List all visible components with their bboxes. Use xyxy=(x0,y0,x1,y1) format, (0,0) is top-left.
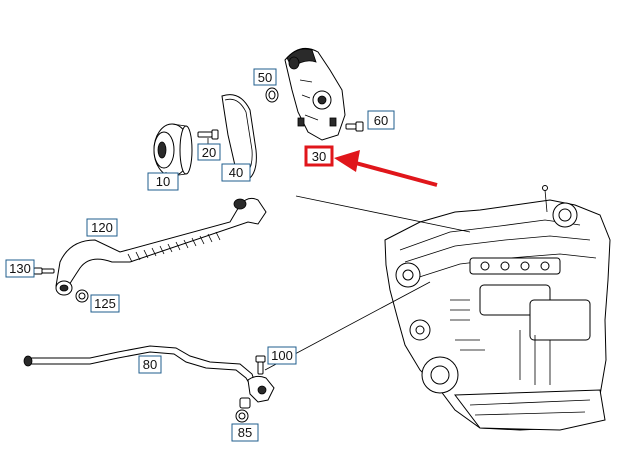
svg-text:30: 30 xyxy=(312,149,326,164)
callout-80[interactable]: 80 xyxy=(138,355,162,374)
callout-10[interactable]: 10 xyxy=(147,172,179,191)
svg-text:120: 120 xyxy=(91,220,113,235)
part-10-pulley xyxy=(153,123,193,177)
part-60-bolt xyxy=(345,121,364,132)
svg-text:100: 100 xyxy=(271,348,293,363)
leader-line-upper xyxy=(295,195,471,233)
part-30-cover-housing xyxy=(284,47,346,141)
callout-100[interactable]: 100 xyxy=(267,346,297,365)
callout-50[interactable]: 50 xyxy=(253,68,277,86)
callout-120[interactable]: 120 xyxy=(86,218,118,237)
svg-text:20: 20 xyxy=(202,145,216,160)
callout-130[interactable]: 130 xyxy=(5,259,35,278)
part-20-bolt xyxy=(197,129,219,140)
callout-30[interactable]: 30 xyxy=(304,145,334,167)
svg-text:50: 50 xyxy=(258,70,272,85)
part-130-bolt xyxy=(33,267,55,275)
arrow-indicator-icon xyxy=(334,150,438,187)
svg-text:85: 85 xyxy=(238,425,252,440)
svg-text:130: 130 xyxy=(9,261,31,276)
svg-text:80: 80 xyxy=(143,357,157,372)
svg-text:125: 125 xyxy=(94,296,116,311)
callout-60[interactable]: 60 xyxy=(367,110,395,130)
engine-block xyxy=(384,185,611,431)
svg-text:60: 60 xyxy=(374,113,388,128)
svg-text:40: 40 xyxy=(229,165,243,180)
part-100-bolt xyxy=(255,355,266,375)
callout-125[interactable]: 125 xyxy=(90,294,120,313)
part-120-breather-hose xyxy=(55,197,267,296)
valve-fitting xyxy=(239,375,275,409)
callout-20[interactable]: 20 xyxy=(197,143,221,161)
svg-text:10: 10 xyxy=(156,174,170,189)
callout-40[interactable]: 40 xyxy=(221,163,251,182)
callout-85[interactable]: 85 xyxy=(231,423,259,442)
